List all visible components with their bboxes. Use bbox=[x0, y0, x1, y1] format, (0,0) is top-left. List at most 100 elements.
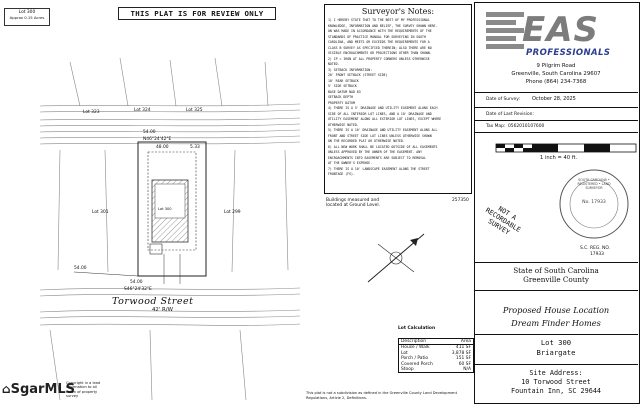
inner-dimension: 48.00 bbox=[156, 145, 169, 150]
company-address: 9 Pilgrim Road Greenville, South Carolin… bbox=[476, 62, 636, 86]
scale-bar bbox=[495, 143, 637, 153]
label-lot-325: Lot 325 bbox=[186, 108, 203, 113]
seal-ring-text: SOUTH CAROLINA • REGISTERED • LAND SURVE… bbox=[577, 178, 611, 190]
scale-text: 1 inch = 40 ft. bbox=[540, 155, 578, 161]
table-row: Porch / Patio 151 SF bbox=[399, 356, 473, 361]
table-row: Covered Porch 60 SF bbox=[399, 362, 473, 367]
note-line: FRONT AND STREET SIDE LOT LINES UNLESS O… bbox=[328, 133, 432, 138]
subdivision-name: Briargate bbox=[536, 348, 576, 357]
note-line: KNOWLEDGE, INFORMATION AND BELIEF, THE S… bbox=[328, 23, 438, 28]
company-logo: EAS PROFESSIONALS bbox=[486, 10, 634, 58]
surveyor-notes-box: Surveyor's Notes: 1) I HEREBY STATE THAT… bbox=[324, 4, 472, 194]
note-line: NOTED. bbox=[328, 62, 340, 66]
lot-number: Lot 300 bbox=[540, 338, 572, 347]
revision-label: Date of Last Revision: bbox=[486, 112, 534, 117]
lot-block: Lot 300 Briargate bbox=[474, 338, 638, 358]
tax-map-value: 0562010107600 bbox=[508, 124, 545, 129]
lot-calc-table: Description Area House / Walk 411 SF Lot… bbox=[398, 338, 474, 374]
state-county-block: State of South Carolina Greenville Count… bbox=[474, 266, 638, 284]
watermark-text: SgarMLS bbox=[10, 382, 76, 397]
note-line: 1) I HEREBY STATE THAT TO THE BEST OF MY… bbox=[328, 18, 430, 22]
note-line: ENCROACHMENTS INTO EASEMENTS ARE SUBJECT… bbox=[328, 155, 426, 160]
state-name: State of South Carolina bbox=[513, 266, 599, 275]
note-line: 4) THERE IS A 5' DRAINAGE AND UTILITY EA… bbox=[328, 106, 438, 110]
label-lot-299: Lot 299 bbox=[224, 210, 241, 215]
note-line: ON THE RECORDED PLAT OR OTHERWISE NOTED. bbox=[328, 139, 405, 143]
house-logo-icon: ⌂ bbox=[2, 382, 11, 396]
mls-watermark: ⌂SgarMLS bbox=[2, 382, 75, 397]
calc-desc: Covered Porch bbox=[401, 361, 433, 367]
note-line: SETBACK DEPTH bbox=[328, 95, 353, 99]
calc-area: 411 SF bbox=[455, 345, 471, 351]
note-line: BASE DATUM NAD 83 bbox=[328, 89, 361, 94]
table-row: Lot 3,878 SF bbox=[399, 351, 473, 356]
note-line: 10' REAR SETBACK bbox=[328, 78, 359, 83]
copyright-line4: survey bbox=[66, 394, 79, 399]
survey-date-value: October 28, 2025 bbox=[532, 96, 576, 102]
row-width: 42' R/W bbox=[152, 307, 173, 313]
site-address-label: Site Address: bbox=[529, 369, 583, 377]
calc-area: 60 SF bbox=[458, 361, 471, 367]
note-line: 5' SIDE SETBACK bbox=[328, 84, 357, 88]
notes-title: Surveyor's Notes: bbox=[361, 7, 435, 16]
seal-center-number: No. 17933 bbox=[582, 200, 606, 205]
calc-header-desc: Description bbox=[401, 339, 427, 344]
divider bbox=[474, 132, 638, 133]
buildings-note-line1: Buildings measured and bbox=[326, 198, 380, 203]
note-line: OTHERWISE NOTED. bbox=[328, 122, 359, 127]
copyright-line2: information to all bbox=[66, 385, 97, 390]
calc-desc: Porch / Patio bbox=[401, 356, 429, 362]
site-address-block: Site Address: 10 Torwood Street Fountain… bbox=[474, 369, 638, 396]
bottom-dimension: 54.00 bbox=[130, 280, 143, 285]
note-line: PROPERTY DATUM bbox=[328, 100, 355, 105]
logo-letters: EAS bbox=[522, 10, 600, 50]
project-title: Proposed House Location Dream Finder Hom… bbox=[474, 304, 638, 330]
note-line: SIDE OF ALL INTERIOR LOT LINES, AND A 10… bbox=[328, 111, 432, 116]
tax-map-label: Tax Map: bbox=[486, 124, 506, 129]
table-row: House / Walk 411 SF bbox=[399, 345, 473, 350]
county-name: Greenville County bbox=[523, 275, 589, 284]
calc-area: 151 SF bbox=[455, 356, 471, 362]
divider bbox=[474, 107, 638, 108]
logo-subtitle: PROFESSIONALS bbox=[526, 48, 611, 58]
bottom-bearing: S46°24'32"E bbox=[124, 287, 152, 292]
calc-area: 3,878 SF bbox=[451, 350, 471, 356]
divider bbox=[474, 364, 638, 365]
note-line: FRONTAGE (FS). bbox=[328, 172, 355, 176]
label-lot-324: Lot 324 bbox=[134, 108, 151, 113]
lot-tag-line2: Approx 0.15 Acres bbox=[9, 15, 45, 21]
left-dimension: 54.00 bbox=[74, 266, 87, 271]
north-arrow-icon bbox=[367, 233, 425, 283]
calc-area: N/A bbox=[463, 367, 471, 373]
divider bbox=[474, 262, 638, 263]
note-line: 20' FRONT SETBACK (STREET SIDE) bbox=[328, 73, 388, 77]
review-banner: THIS PLAT IS FOR REVIEW ONLY bbox=[118, 7, 276, 20]
company-phone: Phone (864) 234-7368 bbox=[525, 79, 587, 85]
site-street: 10 Torwood Street bbox=[521, 378, 591, 386]
note-line: 3) SETBACK INFORMATION: bbox=[328, 67, 373, 72]
note-line: CAROLINA, AND MEETS OR EXCEEDS THE REQUI… bbox=[328, 40, 430, 44]
project-title-line1: Proposed House Location bbox=[502, 305, 610, 315]
calc-desc: Lot bbox=[401, 350, 408, 356]
label-lot-301: Lot 301 bbox=[92, 210, 109, 215]
note-line: UTILITY EASEMENT ALONG ALL EXTERIOR LOT … bbox=[328, 117, 442, 121]
street-name: Torwood Street bbox=[112, 296, 194, 307]
right-dimension: 5.33 bbox=[190, 145, 200, 150]
note-line: STANDARDS OF PRACTICE MANUAL FOR SURVEYI… bbox=[328, 34, 426, 39]
job-number: 257350 bbox=[452, 198, 469, 203]
note-line: VISIBLE ENCROACHMENTS OR PROJECTIONS OTH… bbox=[328, 51, 432, 55]
divider bbox=[474, 334, 638, 335]
address-line2: Greenville, South Carolina 29607 bbox=[511, 71, 601, 77]
table-row: Stoop N/A bbox=[399, 367, 473, 372]
calc-desc: House / Walk bbox=[401, 345, 430, 351]
address-line1: 9 Pilgrim Road bbox=[536, 63, 576, 69]
calc-desc: Stoop bbox=[401, 367, 414, 373]
copyright-line1: Copyright in a lead bbox=[66, 381, 101, 385]
note-line: 7) THERE IS A 10' LANDSCAPE EASEMENT ALO… bbox=[328, 166, 430, 171]
note-line: ON WAS MADE IN ACCORDANCE WITH THE REQUI… bbox=[328, 29, 432, 33]
surveyor-seal bbox=[559, 169, 629, 239]
divider bbox=[474, 290, 638, 291]
label-lot-323: Lot 323 bbox=[83, 110, 100, 115]
reg-no-label: S.C. REG. NO. bbox=[580, 246, 611, 251]
